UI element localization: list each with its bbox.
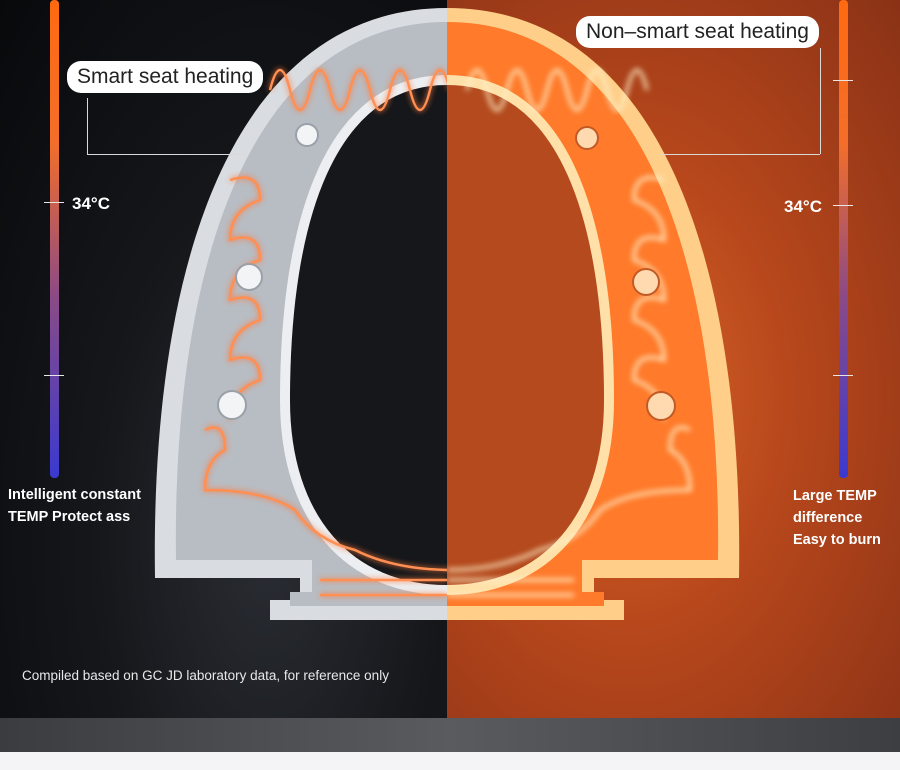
right-temperature-label: 34°C <box>784 197 822 216</box>
non-smart-heating-note: Large TEMP difference Easy to burn <box>793 485 881 551</box>
right-callout-line <box>660 154 820 155</box>
note-line: Large TEMP <box>793 488 877 504</box>
note-line: Intelligent constant <box>8 487 141 503</box>
smart-heating-note: Intelligent constant TEMP Protect ass <box>8 484 141 528</box>
left-temperature-label: 34°C <box>72 194 110 213</box>
smart-seat-half <box>154 8 447 620</box>
right-scale-tick <box>833 375 853 376</box>
left-scale-tick <box>44 202 64 203</box>
left-callout-line <box>87 154 247 155</box>
note-line: difference <box>793 510 863 526</box>
left-temperature-scale <box>50 0 59 478</box>
bottom-margin <box>0 752 900 770</box>
non-smart-seat-heating-title: Non–smart seat heating <box>576 16 819 48</box>
left-scale-tick <box>44 375 64 376</box>
right-callout-line <box>820 48 821 154</box>
data-source-footnote: Compiled based on GC JD laboratory data,… <box>22 668 389 683</box>
toilet-seat-illustration <box>154 8 740 620</box>
floor-strip <box>0 718 900 752</box>
smart-seat-heating-title: Smart seat heating <box>67 61 264 93</box>
right-scale-tick <box>833 205 853 206</box>
non-smart-seat-half <box>447 8 740 620</box>
right-temperature-scale <box>839 0 848 478</box>
right-scale-tick <box>833 80 853 81</box>
note-line: Easy to burn <box>793 532 881 548</box>
left-callout-line <box>87 98 88 154</box>
note-line: TEMP Protect ass <box>8 509 131 525</box>
